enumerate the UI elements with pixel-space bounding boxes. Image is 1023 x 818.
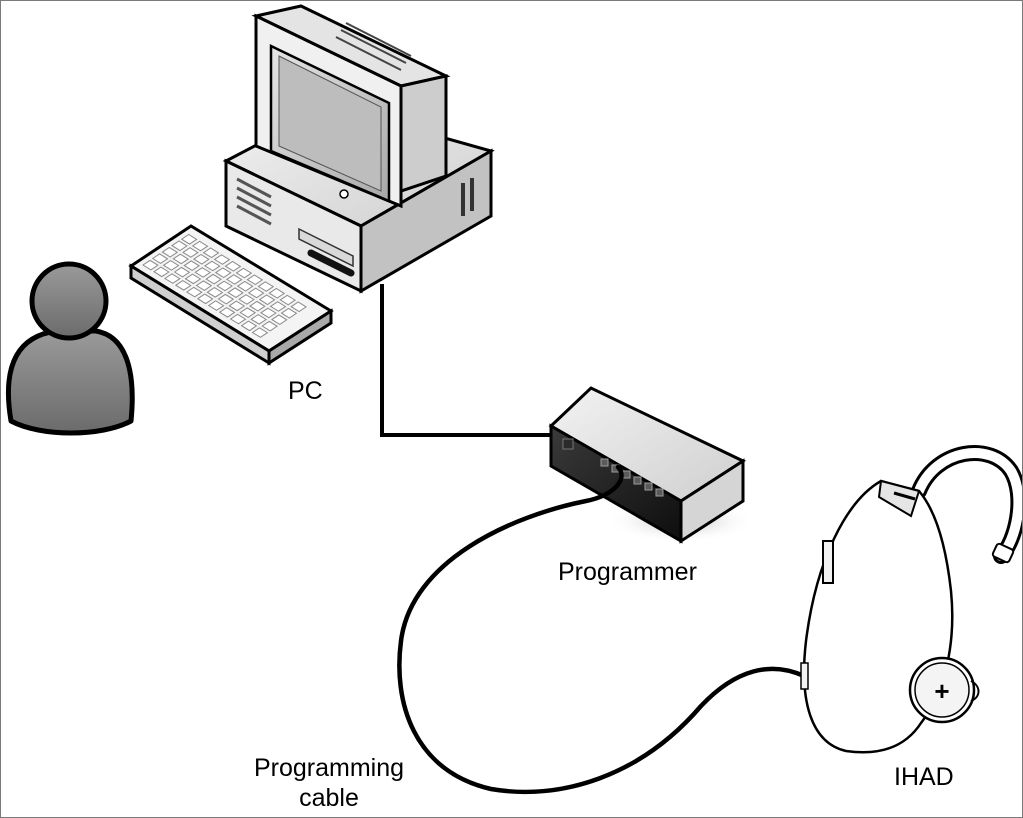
keyboard-key	[163, 273, 181, 284]
pc-programmer-wire	[380, 284, 553, 437]
keyboard-key	[238, 294, 255, 305]
keyboard-key	[162, 260, 180, 271]
keyboard-key	[207, 300, 225, 311]
keyboard-key	[191, 240, 209, 252]
keyboard-key	[270, 314, 288, 325]
keyboard-key	[235, 267, 253, 279]
keyboard-key	[213, 254, 231, 265]
keyboard-key	[258, 294, 276, 306]
keyboard-key	[279, 294, 297, 306]
keyboard-key	[236, 280, 254, 292]
keyboard-key	[206, 287, 224, 298]
keyboard-key	[259, 307, 277, 319]
keyboard-key	[268, 287, 286, 299]
keyboard-key	[174, 280, 192, 291]
keyboard-key	[229, 313, 247, 325]
keyboard-key	[196, 293, 214, 305]
keyboard-key	[216, 280, 233, 292]
user-icon	[5, 261, 135, 436]
keyboard-key	[205, 273, 222, 285]
computer-icon	[222, 4, 495, 294]
keyboard-key	[240, 320, 258, 332]
keyboard-key	[195, 280, 213, 291]
keyboard-key	[202, 247, 220, 259]
keyboard-key	[269, 301, 287, 312]
keyboard-key	[214, 267, 232, 279]
keyboard-key	[180, 233, 198, 245]
programming-cable-label-line1: Programming	[253, 754, 405, 782]
keyboard-key	[246, 274, 264, 286]
keyboard-key	[142, 259, 159, 271]
keyboard-key	[173, 266, 191, 278]
keyboard-key	[227, 287, 244, 298]
hearing-aid-icon: +	[800, 445, 1022, 754]
keyboard-key	[203, 260, 221, 272]
keyboard-key	[224, 260, 242, 272]
programmer-box-icon	[548, 386, 756, 544]
keyboard-key	[172, 253, 190, 265]
battery-plus-symbol: +	[934, 676, 949, 706]
programming-cable-label-line2: cable	[299, 784, 359, 812]
keyboard-key	[192, 253, 210, 265]
keyboard-key	[239, 307, 257, 318]
keyboard-key	[257, 281, 275, 292]
keyboard-key	[151, 253, 169, 264]
keyboard-key	[261, 320, 279, 332]
keyboard-key	[290, 301, 308, 313]
keyboard-key	[218, 307, 236, 318]
keyboard-key	[185, 286, 203, 298]
keyboard-key	[161, 246, 179, 258]
keyboard-key	[228, 300, 246, 312]
keyboard-key	[184, 273, 202, 285]
keyboard-key	[247, 287, 265, 299]
ihad-label: IHAD	[894, 763, 954, 791]
keyboard-key	[280, 307, 298, 319]
programming-cable-label: Programming cable	[239, 753, 419, 813]
pc-label: PC	[288, 377, 323, 405]
programmer-label: Programmer	[558, 558, 697, 586]
keyboard-icon	[128, 224, 334, 366]
keyboard-key	[171, 240, 188, 252]
keyboard-key	[153, 266, 170, 278]
keyboard-key	[217, 293, 235, 305]
keyboard-key	[225, 274, 243, 285]
keyboard-key	[183, 260, 201, 271]
programming-cable	[397, 464, 807, 795]
keyboard-key	[250, 314, 268, 325]
keyboard-key	[182, 247, 199, 258]
keyboard-key	[251, 327, 269, 338]
keyboard-key	[249, 300, 266, 312]
keyboard-key	[194, 267, 212, 278]
